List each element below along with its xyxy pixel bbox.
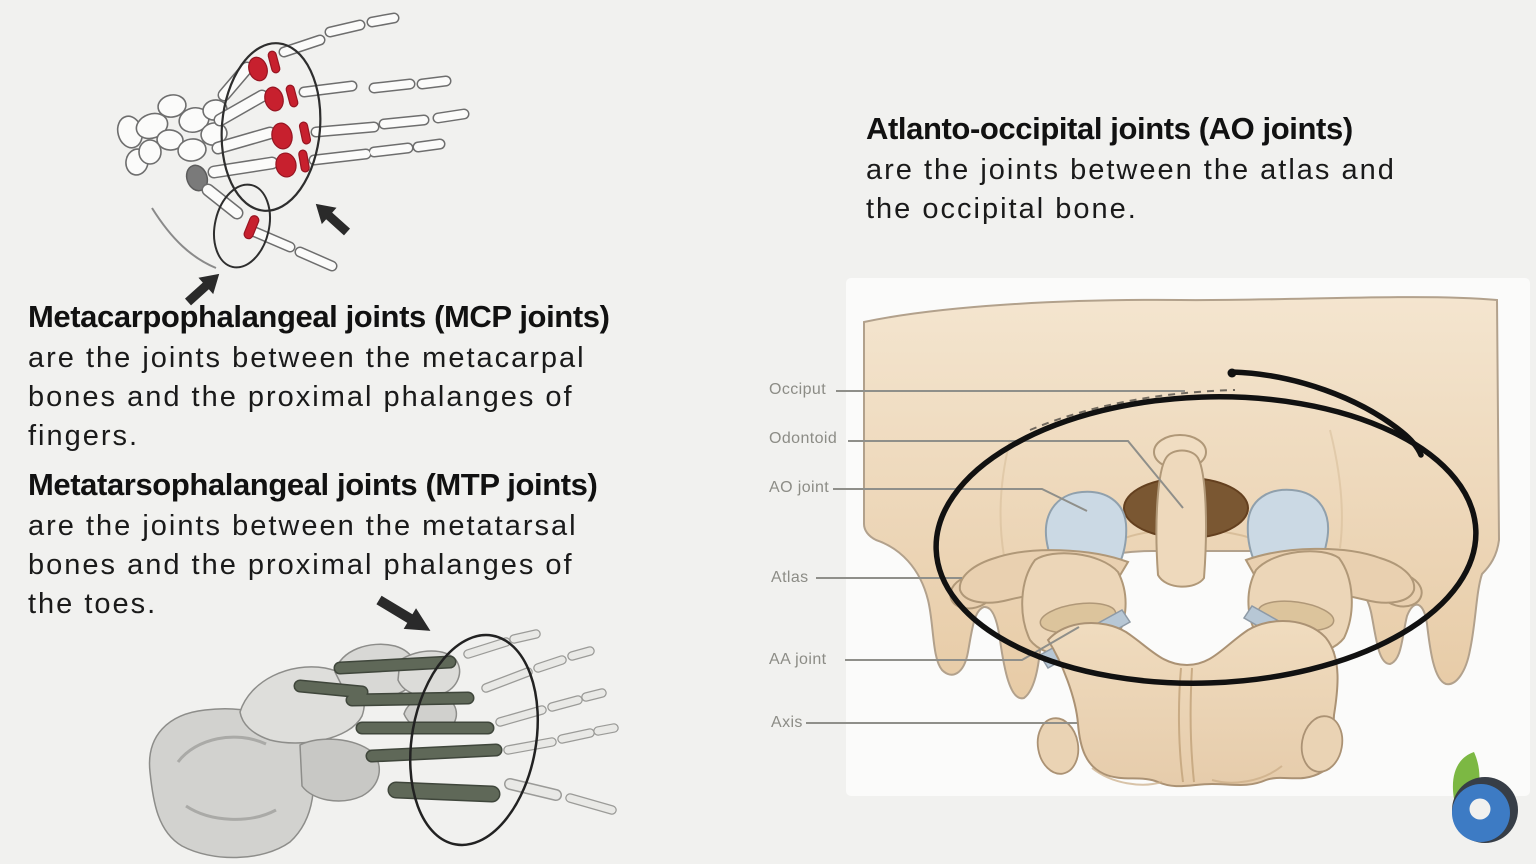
annotation-circle: [933, 368, 1479, 686]
ao-title: Atlanto-occipital joints (AO joints): [866, 111, 1353, 146]
arrow-icon: [184, 273, 220, 306]
axis-flare-right: [1300, 715, 1344, 773]
carpal-bones: [116, 94, 228, 269]
mtp-body-line: are the joints between the metatarsal: [28, 510, 578, 542]
ao-body-line: the occipital bone.: [866, 193, 1138, 225]
toe-phalanx-bones: [463, 629, 619, 815]
mcp-body-line: bones and the proximal phalanges of: [28, 381, 574, 413]
foot-skeleton-illustration: [148, 595, 619, 859]
leader-lines: [806, 390, 1185, 724]
mcp-body-line: are the joints between the metacarpal: [28, 342, 586, 374]
diagram-label-aa-joint: AA joint: [769, 651, 827, 668]
thumb-annotation-ellipse: [213, 183, 271, 269]
tarsal-bones: [148, 643, 461, 859]
ao-text-block: Atlanto-occipital joints (AO joints) are…: [866, 107, 1396, 229]
phalanx-bones: [249, 12, 470, 272]
diagram-label-atlas: Atlas: [771, 569, 809, 586]
diagram-label-odontoid: Odontoid: [769, 430, 838, 447]
mtp-body-line: the toes.: [28, 588, 158, 620]
diagram-label-ao-joint: AO joint: [769, 479, 830, 496]
ao-body-line: are the joints between the atlas and: [866, 154, 1396, 186]
mtp-annotation-ellipse: [408, 633, 540, 847]
arrow-icon: [376, 595, 431, 631]
diagram-label-axis: Axis: [771, 714, 803, 731]
odontoid-process: [1155, 449, 1207, 588]
logo-hole: [1469, 798, 1491, 820]
axis-flare-left: [1036, 717, 1080, 775]
mtp-title: Metatarsophalangeal joints (MTP joints): [28, 467, 598, 502]
mtp-text-block: Metatarsophalangeal joints (MTP joints) …: [28, 463, 598, 624]
mcp-body-line: fingers.: [28, 420, 140, 452]
mcp-title: Metacarpophalangeal joints (MCP joints): [28, 299, 610, 334]
brand-logo: [1452, 752, 1518, 843]
hand-skeleton-illustration: [116, 12, 470, 306]
mcp-annotation-ellipse: [220, 42, 322, 212]
mtp-body-line: bones and the proximal phalanges of: [28, 549, 574, 581]
metacarpal-bones: [201, 61, 279, 220]
spine-diagram-illustration: [806, 278, 1530, 796]
diagram-label-occiput: Occiput: [769, 381, 827, 398]
mcp-joint-highlights: [243, 50, 312, 240]
arrow-icon: [315, 203, 351, 236]
mcp-text-block: Metacarpophalangeal joints (MCP joints) …: [28, 295, 610, 456]
